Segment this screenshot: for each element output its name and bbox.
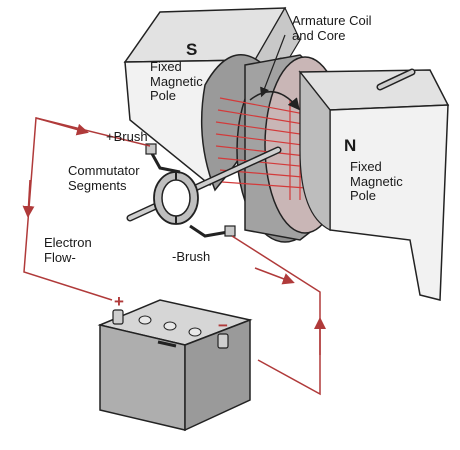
circuit-path [22,117,326,396]
north-magnet [298,69,450,301]
plus-brush-label: +Brush [106,129,148,144]
armature-pointer [260,34,286,98]
minus-brush [189,224,236,238]
north-pole-letter: N [344,136,357,155]
commutator [153,171,199,225]
negative-terminal [217,333,229,349]
battery-plus-sign: + [114,292,124,311]
positive-terminal [112,309,124,325]
commutator-label: Commutator Segments [68,163,140,193]
plus-brush [145,143,181,174]
fixed-pole-right-label: Fixed Magnetic Pole [350,159,403,204]
battery [97,299,253,432]
fixed-pole-left-label: Fixed Magnetic Pole [150,59,203,104]
electron-flow-label: Electron Flow- [44,235,92,265]
battery-minus-sign: − [218,316,228,335]
rotation-arrow [249,91,300,111]
armature-label: Armature Coil and Core [292,13,372,43]
minus-brush-label: -Brush [172,249,211,264]
south-pole-letter: S [186,40,198,59]
